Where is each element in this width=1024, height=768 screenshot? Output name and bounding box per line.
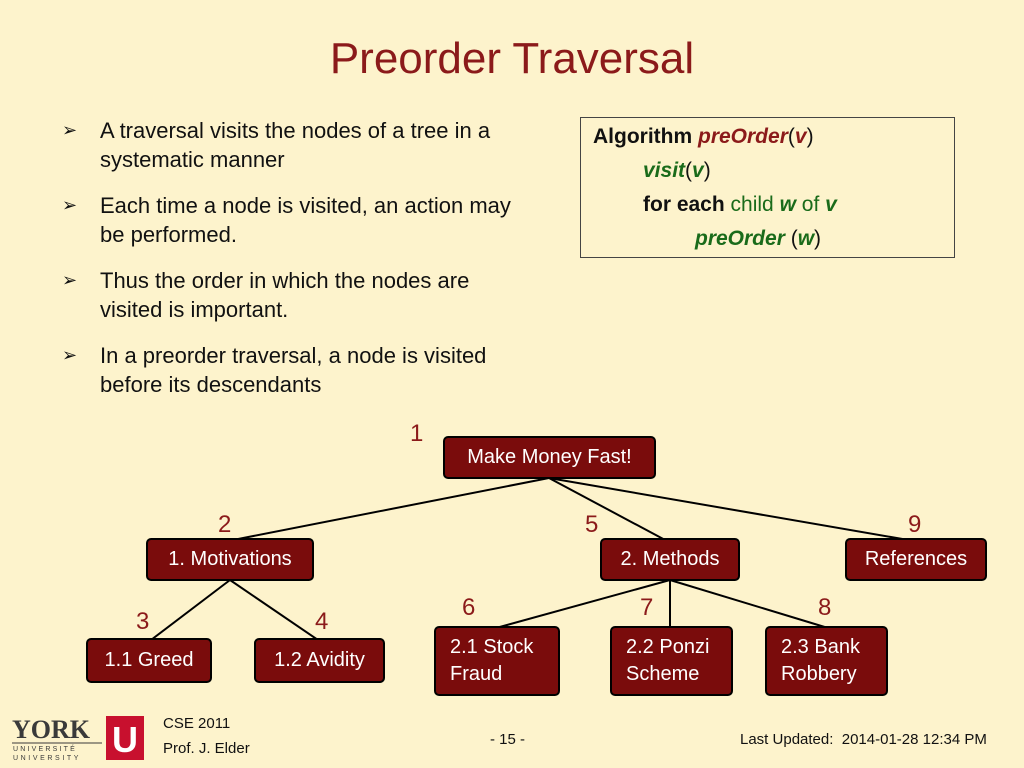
bullet-item: ➢Thus the order in which the nodes are v… bbox=[62, 268, 470, 322]
logo-word: YORK bbox=[12, 715, 91, 744]
visit-order-number: 6 bbox=[462, 594, 476, 621]
tree-node-references: References bbox=[845, 538, 987, 581]
arrow-bullet-icon: ➢ bbox=[62, 270, 78, 290]
visit-order-number: 3 bbox=[136, 608, 150, 635]
footer-last-updated: Last Updated: 2014-01-28 12:34 PM bbox=[740, 731, 987, 748]
algorithm-line-3: for each child w of v bbox=[643, 193, 837, 216]
visit-order-number: 1 bbox=[410, 420, 424, 447]
bullet-item: ➢In a preorder traversal, a node is visi… bbox=[62, 343, 487, 397]
visit-order-number: 4 bbox=[315, 608, 329, 635]
arrow-bullet-icon: ➢ bbox=[62, 345, 78, 365]
tree-edge bbox=[548, 477, 915, 542]
bullet-item: ➢Each time a node is visited, an action … bbox=[62, 193, 511, 247]
tree-edge bbox=[227, 477, 550, 542]
tree-node-greed: 1.1 Greed bbox=[86, 638, 212, 683]
logo-subtitle-fr: UNIVERSITÉ bbox=[13, 744, 77, 753]
visit-order-number: 8 bbox=[818, 594, 832, 621]
footer-author: Prof. J. Elder bbox=[163, 740, 250, 757]
visit-order-number: 7 bbox=[640, 594, 654, 621]
algorithm-line-4: preOrder (w) bbox=[695, 227, 822, 250]
footer-page-number: - 15 - bbox=[490, 731, 526, 748]
bullet-item: ➢A traversal visits the nodes of a tree … bbox=[62, 118, 491, 172]
tree-edge bbox=[150, 579, 231, 641]
tree-node-root: Make Money Fast! bbox=[443, 436, 656, 479]
arrow-bullet-icon: ➢ bbox=[62, 120, 78, 140]
slide-title: Preorder Traversal bbox=[329, 34, 695, 83]
visit-order-number: 5 bbox=[585, 511, 599, 538]
bullet-list: ➢A traversal visits the nodes of a tree … bbox=[62, 116, 522, 416]
logo-mark: U bbox=[112, 719, 138, 760]
logo-subtitle-en: UNIVERSITY bbox=[13, 755, 81, 762]
tree-node-avidity: 1.2 Avidity bbox=[254, 638, 385, 683]
algorithm-box: Algorithm preOrder(v) visit(v) for each … bbox=[580, 117, 955, 258]
algorithm-line-1: Algorithm preOrder(v) bbox=[593, 125, 814, 148]
arrow-bullet-icon: ➢ bbox=[62, 195, 78, 215]
visit-order-number: 2 bbox=[218, 511, 232, 538]
york-university-logo: YORK UNIVERSITÉ UNIVERSITY U bbox=[12, 715, 144, 762]
tree-edge bbox=[495, 579, 671, 629]
algorithm-line-2: visit(v) bbox=[643, 159, 711, 182]
visit-order-number: 9 bbox=[908, 511, 922, 538]
tree-node-methods: 2. Methods bbox=[600, 538, 740, 581]
tree-node-motivations: 1. Motivations bbox=[146, 538, 314, 581]
tree-edge bbox=[229, 579, 319, 641]
tree-edge bbox=[669, 579, 829, 629]
footer-course: CSE 2011 bbox=[163, 715, 231, 732]
tree-edge bbox=[548, 477, 668, 542]
